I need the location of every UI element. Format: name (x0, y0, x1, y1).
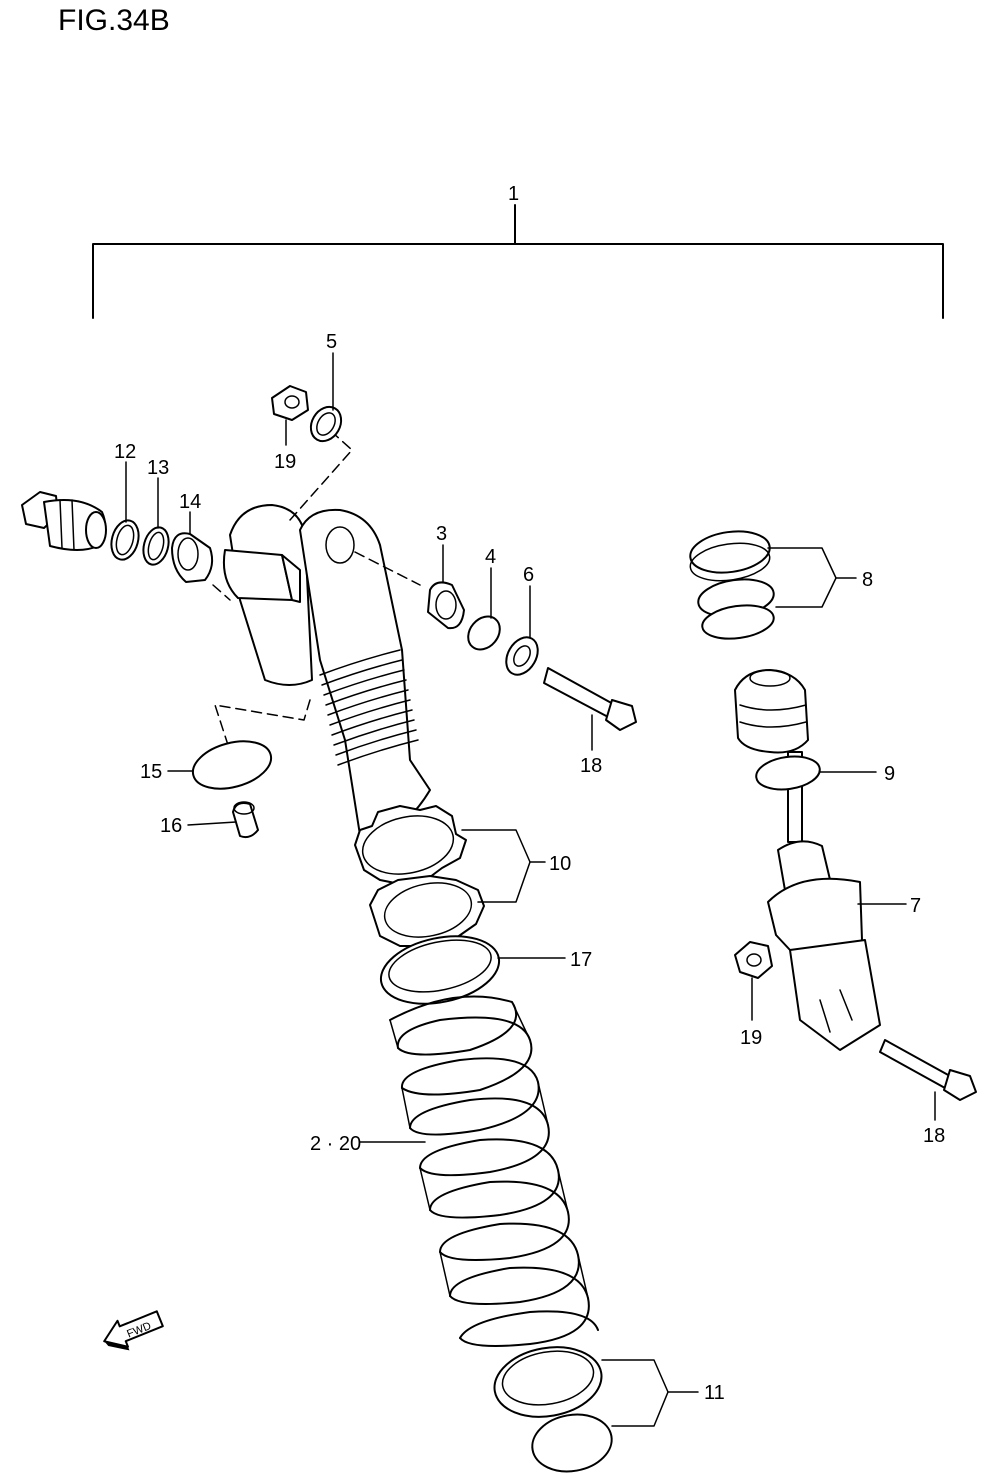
bolt-18-upper (543, 667, 637, 731)
callout-18-upper: 18 (580, 755, 602, 777)
washer-5 (309, 405, 343, 443)
o-ring-13 (142, 526, 170, 566)
adjuster-bolt (21, 491, 107, 551)
bump-rubber-9 (755, 755, 821, 791)
callout-10: 10 (549, 853, 571, 875)
seal-4 (467, 615, 501, 651)
retainer-8 (689, 530, 775, 640)
shock-body (222, 504, 431, 837)
callout-labels: 1 5 19 12 13 14 3 4 6 18 15 16 10 17 2 ·… (114, 183, 945, 1404)
callout-18-lower: 18 (923, 1125, 945, 1147)
callout-14: 14 (179, 491, 201, 513)
callout-9: 9 (884, 763, 895, 785)
callout-13: 13 (147, 457, 169, 479)
nut-19-lower (734, 941, 773, 979)
callout-8: 8 (862, 569, 873, 591)
callout-4: 4 (485, 546, 496, 568)
callout-6: 6 (523, 564, 534, 586)
callout-11: 11 (704, 1382, 725, 1404)
damper-rod-7 (734, 669, 881, 1051)
spring-seat-17 (379, 935, 501, 1005)
leader-lines (125, 352, 936, 1427)
figure-title: FIG.34B (58, 4, 170, 37)
callout-16: 16 (160, 815, 182, 837)
assembly-bracket (92, 204, 944, 319)
bolt-18-lower (879, 1039, 977, 1101)
lock-nut-10b (369, 875, 485, 947)
o-ring-12 (110, 519, 140, 561)
callout-2-20: 2 · 20 (310, 1133, 361, 1155)
callout-17: 17 (570, 949, 592, 971)
washer-6 (505, 636, 539, 676)
stopper-11 (493, 1346, 613, 1473)
callout-7: 7 (910, 895, 921, 917)
callout-3: 3 (436, 523, 447, 545)
cap-14 (171, 532, 214, 583)
bushing-3 (427, 581, 465, 630)
nut-19-top (271, 385, 309, 421)
forward-arrow-icon: FWD (103, 1310, 164, 1351)
spring-2-20 (389, 995, 599, 1347)
sleeve-15 (191, 740, 273, 790)
callout-15: 15 (140, 761, 162, 783)
callout-1: 1 (508, 183, 519, 205)
callout-12: 12 (114, 441, 136, 463)
cap-16 (232, 801, 259, 839)
callout-19-top: 19 (274, 451, 296, 473)
callout-5: 5 (326, 331, 337, 353)
callout-19-lower: 19 (740, 1027, 762, 1049)
